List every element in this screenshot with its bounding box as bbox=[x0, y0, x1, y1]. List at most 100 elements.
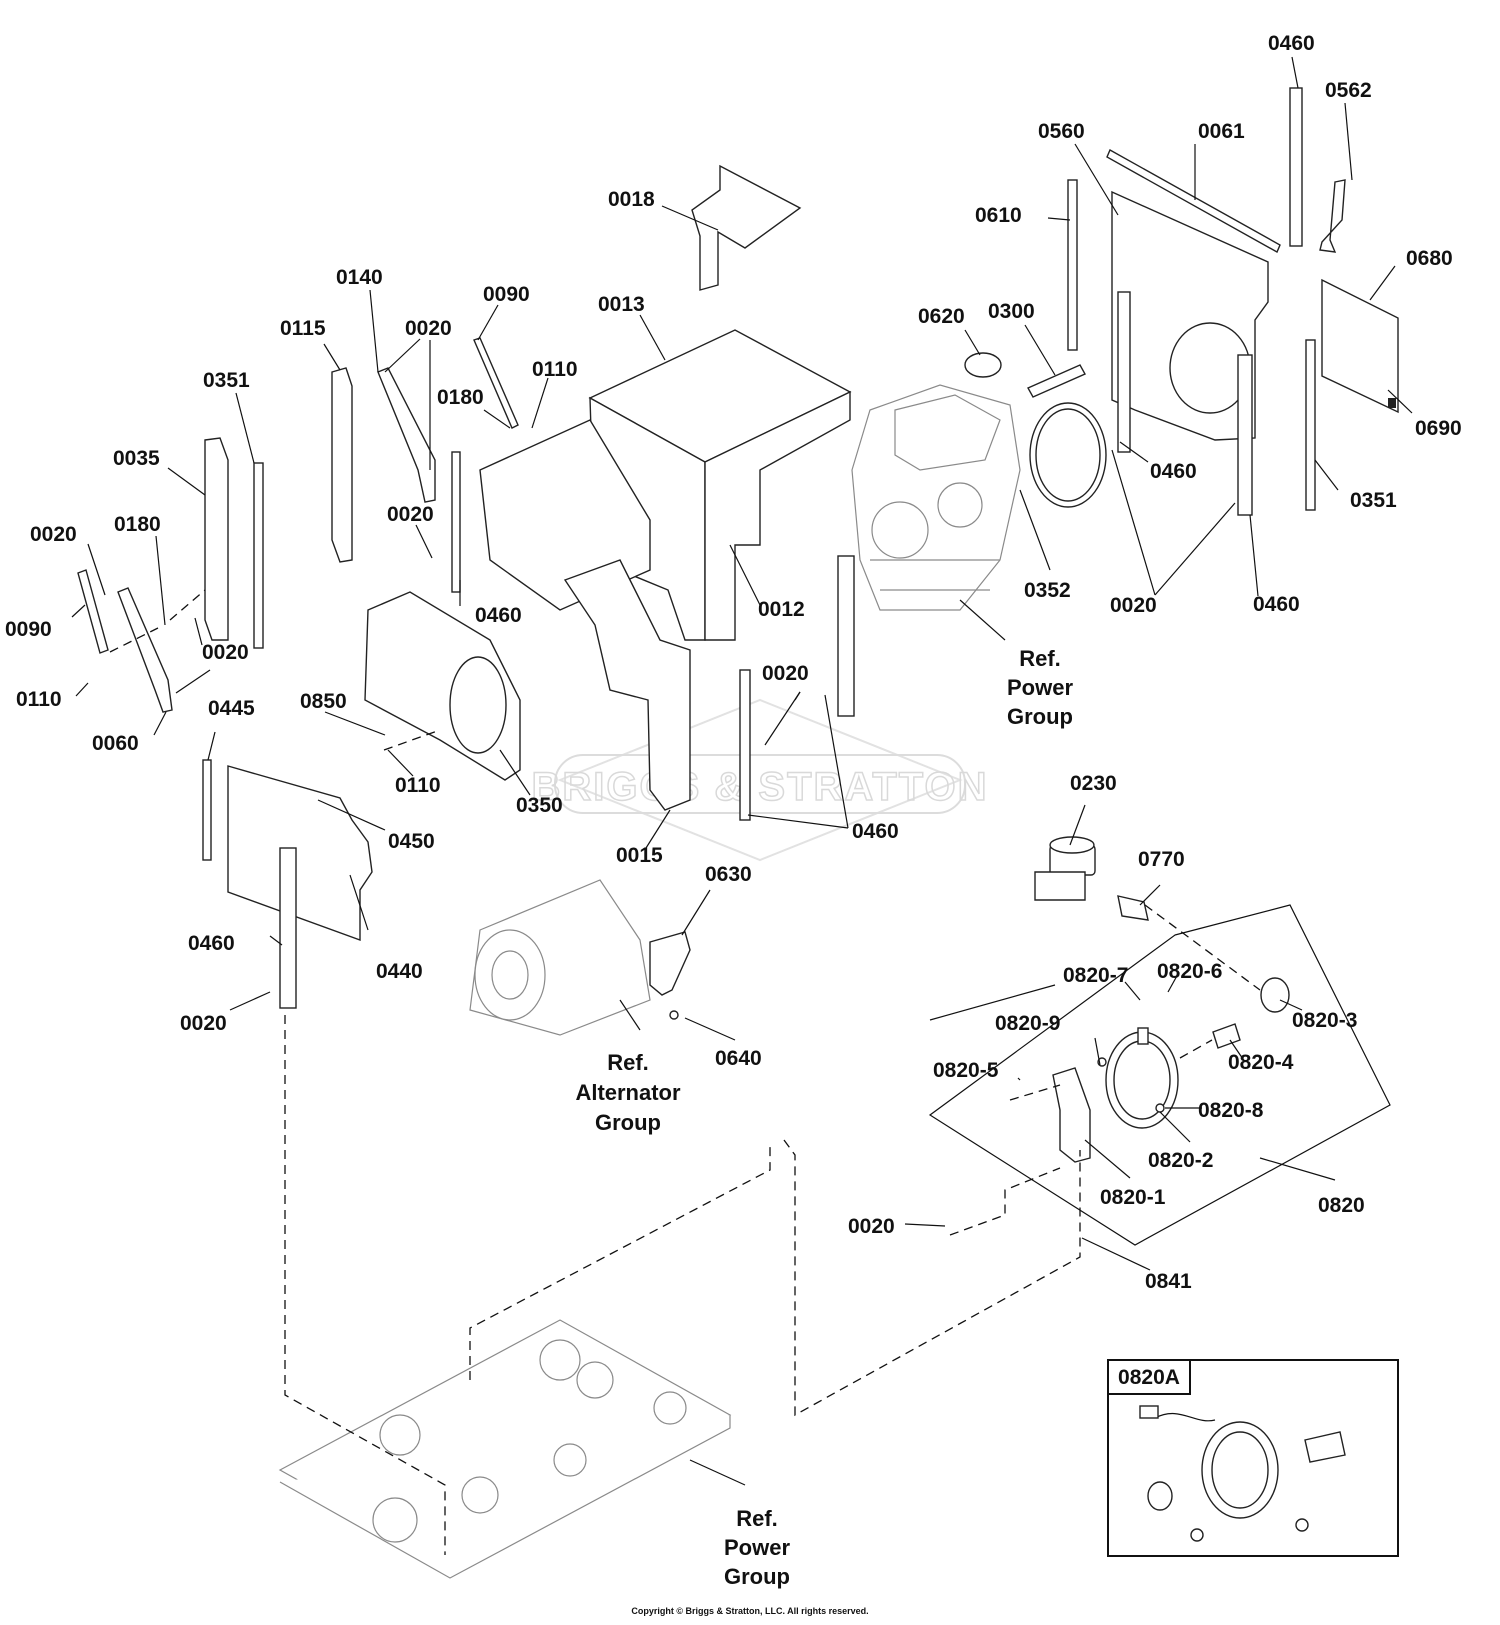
part-0012-tray bbox=[479, 419, 651, 611]
part-0350-fan-ring bbox=[449, 656, 507, 754]
label-0018: 0018 bbox=[608, 188, 655, 211]
ref-alternator-line2: Alternator bbox=[575, 1080, 681, 1105]
part-0562-bracket bbox=[1319, 179, 1346, 253]
part-0640-fastener bbox=[669, 1010, 679, 1020]
part-0018-bracket bbox=[691, 164, 802, 291]
part-0630-bracket bbox=[649, 931, 691, 996]
part-0352-seal-ring-inner bbox=[1035, 408, 1101, 502]
label-0020-g: 0020 bbox=[180, 1012, 227, 1035]
label-0300: 0300 bbox=[988, 300, 1035, 323]
part-0090-strut-left bbox=[77, 569, 109, 654]
label-0560: 0560 bbox=[1038, 120, 1085, 143]
label-0440: 0440 bbox=[376, 960, 423, 983]
label-0850: 0850 bbox=[300, 690, 347, 713]
label-0060: 0060 bbox=[92, 732, 139, 755]
part-labels: 0460 0562 0560 0061 0610 0680 0018 0620 … bbox=[5, 32, 1462, 1293]
label-0820-7: 0820-7 bbox=[1063, 964, 1128, 987]
label-0180-top: 0180 bbox=[437, 386, 484, 409]
ref-labels: Ref. Power Group Ref. Alternator Group R… bbox=[575, 646, 1073, 1589]
label-0020-f: 0020 bbox=[762, 662, 809, 685]
part-0351-right-strip bbox=[1305, 339, 1316, 511]
part-0820-regulator-group bbox=[1052, 977, 1290, 1163]
part-0015-support bbox=[563, 559, 691, 811]
label-0020-d: 0020 bbox=[1110, 594, 1157, 617]
label-0820-2: 0820-2 bbox=[1148, 1149, 1213, 1172]
leader-lines bbox=[71, 56, 1413, 1486]
label-0460-mid: 0460 bbox=[475, 604, 522, 627]
label-0820-4: 0820-4 bbox=[1228, 1051, 1294, 1074]
label-0820-5: 0820-5 bbox=[933, 1059, 999, 1082]
part-0230-solenoid-valve bbox=[1034, 836, 1096, 901]
label-0061: 0061 bbox=[1198, 120, 1245, 143]
parts bbox=[77, 87, 1399, 1579]
label-0841: 0841 bbox=[1145, 1270, 1192, 1293]
label-0020-b: 0020 bbox=[387, 503, 434, 526]
part-0680-label-mark bbox=[1388, 398, 1396, 408]
label-0350: 0350 bbox=[516, 794, 563, 817]
part-0140-arm bbox=[377, 367, 436, 503]
label-0460-far-right: 0460 bbox=[1253, 593, 1300, 616]
part-0115-panel bbox=[331, 367, 353, 563]
watermark-text: BRIGGS & STRATTON bbox=[532, 765, 989, 809]
part-0460-strut-e bbox=[1289, 87, 1303, 247]
group-box-0820 bbox=[928, 904, 1391, 1246]
part-0460-strut-d bbox=[837, 555, 855, 717]
label-0110-left: 0110 bbox=[16, 688, 62, 711]
part-0090-strut-top bbox=[473, 337, 519, 429]
label-0562: 0562 bbox=[1325, 79, 1372, 102]
label-0820-8: 0820-8 bbox=[1198, 1099, 1264, 1122]
ref-power-bottom-line3: Group bbox=[724, 1564, 790, 1589]
ref-power-top-line3: Group bbox=[1007, 704, 1073, 729]
copyright-notice: Copyright © Briggs & Stratton, LLC. All … bbox=[631, 1606, 868, 1616]
label-0820: 0820 bbox=[1318, 1194, 1365, 1217]
label-0450: 0450 bbox=[388, 830, 435, 853]
inset-0820a: 0820A bbox=[1107, 1359, 1399, 1557]
label-0035: 0035 bbox=[113, 447, 160, 470]
label-0352: 0352 bbox=[1024, 579, 1071, 602]
part-0351-left-strip bbox=[253, 462, 264, 649]
label-0013: 0013 bbox=[598, 293, 645, 316]
part-0680-label bbox=[1321, 278, 1399, 414]
assembly-lines bbox=[109, 589, 1261, 1555]
label-0460-center: 0460 bbox=[852, 820, 899, 843]
label-0620: 0620 bbox=[918, 305, 965, 328]
label-0820-6: 0820-6 bbox=[1157, 960, 1222, 983]
ref-power-top-line1: Ref. bbox=[1019, 646, 1061, 671]
label-0020-a: 0020 bbox=[405, 317, 452, 340]
part-0060-arm bbox=[117, 587, 173, 713]
part-0440-side-panel bbox=[227, 765, 373, 941]
part-0620-grommet bbox=[964, 352, 1002, 378]
watermark: BRIGGS & STRATTON bbox=[531, 698, 989, 862]
label-0445: 0445 bbox=[208, 697, 255, 720]
ref-power-bottom-line1: Ref. bbox=[736, 1506, 778, 1531]
ref-power-top-line2: Power bbox=[1007, 675, 1073, 700]
part-0061-strip bbox=[1106, 149, 1281, 253]
label-0115: 0115 bbox=[280, 317, 326, 340]
inset-title: 0820A bbox=[1118, 1366, 1180, 1389]
part-0460-strut-c bbox=[739, 669, 751, 821]
label-0460-bottom-left: 0460 bbox=[188, 932, 235, 955]
label-0090-top: 0090 bbox=[483, 283, 530, 306]
label-0820-9: 0820-9 bbox=[995, 1012, 1060, 1035]
part-0035-panel bbox=[204, 437, 229, 641]
label-0351-left: 0351 bbox=[203, 369, 250, 392]
label-0351-right: 0351 bbox=[1350, 489, 1397, 512]
ref-alternator-line3: Group bbox=[595, 1110, 661, 1135]
label-0090-left: 0090 bbox=[5, 618, 52, 641]
part-0460-strut-a bbox=[451, 451, 461, 593]
label-0820-1: 0820-1 bbox=[1100, 1186, 1166, 1209]
label-0110-mid: 0110 bbox=[395, 774, 441, 797]
label-0230: 0230 bbox=[1070, 772, 1117, 795]
label-0610: 0610 bbox=[975, 204, 1022, 227]
label-0020-h: 0020 bbox=[848, 1215, 895, 1238]
label-0770: 0770 bbox=[1138, 848, 1185, 871]
label-0460-right: 0460 bbox=[1150, 460, 1197, 483]
alternator-ref-group bbox=[469, 879, 651, 1036]
ref-power-bottom-line2: Power bbox=[724, 1535, 790, 1560]
label-0460-top: 0460 bbox=[1268, 32, 1315, 55]
part-0445-strip bbox=[202, 759, 212, 861]
base-ref-power-group bbox=[278, 1319, 732, 1579]
label-0020-c: 0020 bbox=[30, 523, 77, 546]
